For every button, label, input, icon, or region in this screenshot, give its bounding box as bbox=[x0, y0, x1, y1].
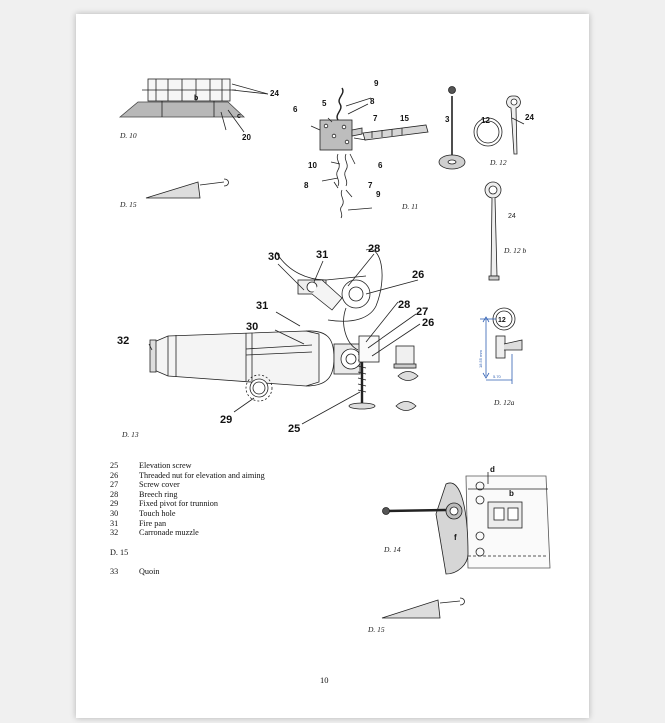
label-d13-29: 29 bbox=[220, 414, 232, 426]
label-d11-15: 15 bbox=[400, 114, 409, 123]
document-page: 24 20 b c 9 5 8 6 7 15 10 6 8 7 9 3 12 2… bbox=[76, 14, 589, 718]
legend-item-number: 30 bbox=[110, 508, 119, 518]
label-d10-c: c bbox=[237, 113, 241, 120]
figure-d12a bbox=[480, 307, 523, 384]
label-d11-6b: 6 bbox=[378, 161, 383, 170]
legend-item-number: 31 bbox=[110, 518, 119, 528]
legend-item-text: Elevation screw bbox=[139, 461, 192, 470]
label-d13-30b: 30 bbox=[246, 321, 258, 333]
legend-item-number: 29 bbox=[110, 499, 119, 509]
label-d12-24: 24 bbox=[525, 113, 534, 122]
label-d13-31b: 31 bbox=[256, 300, 268, 312]
caption-d10: D. 10 bbox=[120, 131, 137, 140]
legend-item: 28 Breech ring bbox=[110, 490, 265, 500]
legend-item: 27 Screw cover bbox=[110, 480, 265, 490]
legend-item-text: Breech ring bbox=[139, 489, 178, 499]
caption-d12a: D. 12a bbox=[494, 398, 515, 407]
label-d13-28b: 28 bbox=[398, 299, 410, 311]
label-d11-10: 10 bbox=[308, 161, 317, 170]
label-d12a-dim-v: 18.55 mm bbox=[478, 350, 483, 368]
label-d13-25: 25 bbox=[288, 423, 300, 435]
label-d12a-dim-h: 5.70 bbox=[493, 374, 502, 379]
label-d10-24: 24 bbox=[270, 89, 279, 98]
caption-d15-bottom: D. 15 bbox=[368, 625, 385, 634]
label-d11-9b: 9 bbox=[376, 190, 381, 199]
page-number: 10 bbox=[320, 675, 329, 685]
label-d12a-12: 12 bbox=[498, 317, 506, 324]
legend-item-text: Screw cover bbox=[139, 480, 180, 490]
legend-item-text: Fixed pivot for trunnion bbox=[139, 499, 218, 509]
figure-d13 bbox=[148, 248, 421, 425]
legend-item-number: 32 bbox=[110, 528, 119, 538]
legend-item-text: Touch hole bbox=[139, 508, 176, 518]
legend-quoin-text: Quoin bbox=[139, 567, 160, 576]
figure-d15-bottom bbox=[381, 597, 465, 619]
figure-labels: 24 20 b c 9 5 8 6 7 15 10 6 8 7 9 3 12 2… bbox=[117, 79, 534, 542]
technical-drawings: 24 20 b c 9 5 8 6 7 15 10 6 8 7 9 3 12 2… bbox=[117, 78, 551, 619]
figure-d12 bbox=[438, 86, 525, 170]
label-d14-b: b bbox=[509, 489, 514, 498]
label-d10-b: b bbox=[194, 95, 198, 102]
figure-d14 bbox=[382, 472, 551, 575]
figure-d15-top bbox=[145, 178, 229, 199]
legend-item-number: 27 bbox=[110, 480, 119, 490]
legend-item: 31 Fire pan bbox=[110, 519, 265, 529]
legend-item-text: Fire pan bbox=[139, 518, 167, 528]
legend-item: 29 Fixed pivot for trunnion bbox=[110, 499, 265, 509]
legend-list: 25 Elevation screw 26 Threaded nut for elev… bbox=[110, 461, 265, 538]
label-d12b-24: 24 bbox=[508, 213, 516, 220]
figure-d10 bbox=[118, 78, 269, 133]
label-d13-32: 32 bbox=[117, 335, 129, 347]
label-d12-12: 12 bbox=[481, 116, 490, 125]
legend-item: 30 Touch hole bbox=[110, 509, 265, 519]
caption-d13: D. 13 bbox=[122, 430, 139, 439]
legend-item: 25 Elevation screw bbox=[110, 461, 265, 471]
label-d12-3: 3 bbox=[445, 115, 450, 124]
caption-d15-top: D. 15 bbox=[120, 200, 137, 209]
legend-item-text: Carronade muzzle bbox=[139, 528, 199, 538]
label-d13-30a: 30 bbox=[268, 251, 280, 263]
legend-item-number: 25 bbox=[110, 461, 119, 470]
label-d13-26a: 26 bbox=[412, 269, 424, 281]
label-d14-d: d bbox=[490, 465, 495, 474]
label-d11-7a: 7 bbox=[373, 114, 378, 123]
caption-d12: D. 12 bbox=[490, 158, 507, 167]
caption-d11: D. 11 bbox=[402, 202, 419, 211]
caption-d12b: D. 12 b bbox=[504, 246, 527, 255]
label-d11-9a: 9 bbox=[374, 79, 379, 88]
label-d11-6a: 6 bbox=[293, 105, 298, 114]
label-d13-28a: 28 bbox=[368, 243, 380, 255]
legend-quoin-row: 33 Quoin bbox=[110, 567, 230, 577]
legend-item: 32 Carronade muzzle bbox=[110, 528, 265, 538]
legend-item: 26 Threaded nut for elevation and aiming bbox=[110, 471, 265, 481]
label-d13-27: 27 bbox=[416, 306, 428, 318]
legend-item-text: Threaded nut for elevation and aiming bbox=[139, 470, 265, 480]
label-d11-5: 5 bbox=[322, 99, 327, 108]
figure-d12b bbox=[484, 181, 502, 281]
legend-d15: D. 15 bbox=[110, 548, 129, 557]
label-d11-7b: 7 bbox=[368, 181, 373, 190]
label-d14-f: f bbox=[454, 533, 457, 542]
legend-quoin-number: 33 bbox=[110, 567, 119, 576]
label-d11-8a: 8 bbox=[370, 97, 375, 106]
legend-item-number: 26 bbox=[110, 470, 119, 480]
legend-item-number: 28 bbox=[110, 489, 119, 499]
label-d13-26b: 26 bbox=[422, 317, 434, 329]
label-d13-31a: 31 bbox=[316, 249, 328, 261]
label-d10-20: 20 bbox=[242, 133, 251, 142]
caption-d14: D. 14 bbox=[384, 545, 401, 554]
parts-legend: 25 Elevation screw 26 Threaded nut for elev… bbox=[110, 461, 265, 576]
figure-d11 bbox=[310, 87, 429, 219]
label-d11-8b: 8 bbox=[304, 181, 309, 190]
